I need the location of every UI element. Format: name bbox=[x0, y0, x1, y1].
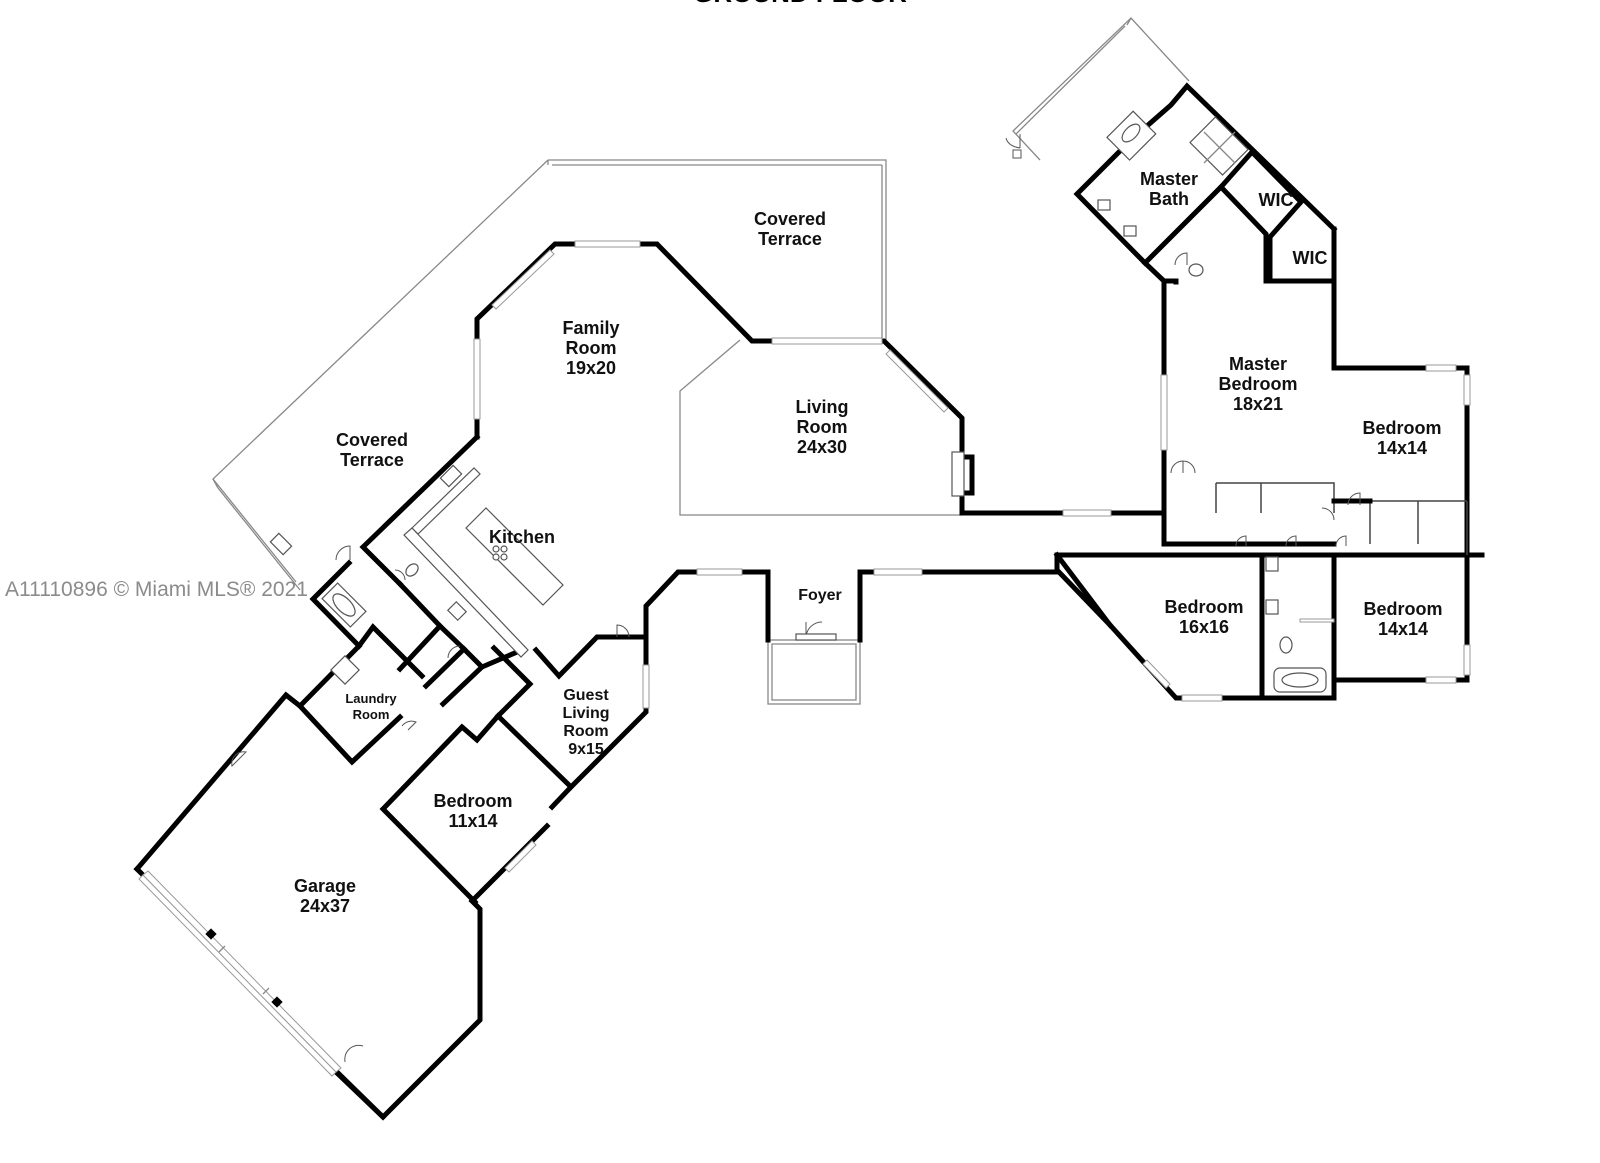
master-balcony-outline bbox=[1005, 17, 1190, 161]
svg-text:Bedroom: Bedroom bbox=[1164, 597, 1243, 617]
svg-text:24x37: 24x37 bbox=[300, 896, 350, 916]
svg-text:Guest: Guest bbox=[563, 687, 609, 704]
kitchen-island bbox=[465, 507, 564, 606]
svg-text:Living: Living bbox=[562, 705, 609, 722]
svg-text:16x16: 16x16 bbox=[1179, 617, 1229, 637]
svg-text:Laundry: Laundry bbox=[345, 691, 397, 706]
svg-text:18x21: 18x21 bbox=[1233, 394, 1283, 414]
svg-text:14x14: 14x14 bbox=[1377, 438, 1427, 458]
svg-text:Family: Family bbox=[562, 318, 619, 338]
doors bbox=[231, 252, 1361, 1063]
svg-text:Room: Room bbox=[566, 338, 617, 358]
svg-text:Bedroom: Bedroom bbox=[1362, 418, 1441, 438]
svg-text:9x15: 9x15 bbox=[568, 741, 604, 758]
svg-text:Room: Room bbox=[797, 417, 848, 437]
svg-text:Bedroom: Bedroom bbox=[433, 791, 512, 811]
label-guest-living-room: Guest Living Room 9x15 bbox=[562, 687, 609, 758]
label-covered-terrace-left: Covered Terrace bbox=[336, 430, 408, 470]
svg-text:Room: Room bbox=[563, 723, 608, 740]
label-kitchen: Kitchen bbox=[489, 527, 555, 547]
label-foyer: Foyer bbox=[798, 587, 842, 604]
plan-title: GROUND FLOOR bbox=[693, 0, 907, 8]
svg-text:Covered: Covered bbox=[336, 430, 408, 450]
svg-text:Living: Living bbox=[796, 397, 849, 417]
label-wic-1: WIC bbox=[1259, 190, 1294, 210]
windows bbox=[138, 240, 1471, 1077]
label-master-bedroom: Master Bedroom 18x21 bbox=[1218, 354, 1297, 414]
label-laundry-room: Laundry Room bbox=[345, 691, 397, 722]
room-labels: Covered Terrace Covered Terrace Family R… bbox=[294, 169, 1443, 916]
label-family-room: Family Room 19x20 bbox=[562, 318, 619, 378]
svg-text:Master: Master bbox=[1140, 169, 1198, 189]
svg-text:Bedroom: Bedroom bbox=[1363, 599, 1442, 619]
label-wic-2: WIC bbox=[1293, 248, 1328, 268]
label-bedroom-east: Bedroom 14x14 bbox=[1362, 418, 1441, 458]
label-living-room: Living Room 24x30 bbox=[796, 397, 849, 457]
svg-text:Covered: Covered bbox=[754, 209, 826, 229]
svg-text:Garage: Garage bbox=[294, 876, 356, 896]
label-garage: Garage 24x37 bbox=[294, 876, 356, 916]
svg-text:Bedroom: Bedroom bbox=[1218, 374, 1297, 394]
svg-text:Terrace: Terrace bbox=[340, 450, 404, 470]
label-bedroom-southeast: Bedroom 14x14 bbox=[1363, 599, 1442, 639]
label-master-bath: Master Bath bbox=[1140, 169, 1198, 209]
foyer-porch-outline bbox=[767, 639, 861, 705]
covered-terrace-outline bbox=[212, 159, 887, 591]
fixtures bbox=[269, 110, 1327, 693]
svg-text:Bath: Bath bbox=[1149, 189, 1189, 209]
mls-watermark: A11110896 © Miami MLS® 2021 bbox=[5, 578, 308, 601]
svg-text:Terrace: Terrace bbox=[758, 229, 822, 249]
svg-text:14x14: 14x14 bbox=[1378, 619, 1428, 639]
svg-text:Master: Master bbox=[1229, 354, 1287, 374]
svg-text:Room: Room bbox=[353, 707, 390, 722]
svg-text:24x30: 24x30 bbox=[797, 437, 847, 457]
walls bbox=[133, 82, 1485, 1121]
svg-text:19x20: 19x20 bbox=[566, 358, 616, 378]
svg-text:11x14: 11x14 bbox=[448, 811, 497, 831]
living-room-outline bbox=[679, 339, 962, 516]
label-bedroom-11x14: Bedroom 11x14 bbox=[433, 791, 512, 831]
label-covered-terrace-top: Covered Terrace bbox=[754, 209, 826, 249]
label-bedroom-16x16: Bedroom 16x16 bbox=[1164, 597, 1243, 637]
